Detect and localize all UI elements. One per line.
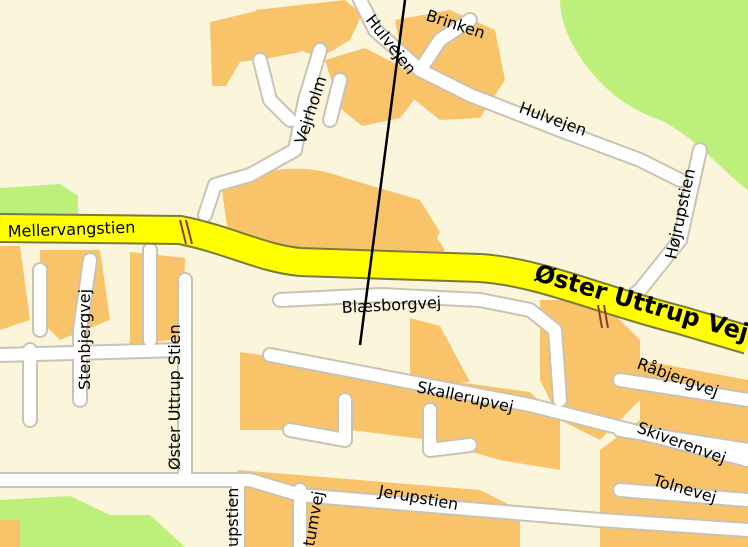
park-southwest xyxy=(0,496,185,547)
label-oster-uttrup-stien: Øster Uttrup Stien xyxy=(165,324,184,470)
road-cul-de-sac-1 xyxy=(284,394,351,446)
park-northeast-corner xyxy=(700,0,748,30)
road-south-stubs xyxy=(232,474,306,547)
major-road-oster-uttrup-vej xyxy=(0,215,748,353)
road-east-streets xyxy=(614,374,748,506)
label-stenbjergvej: Stenbjergvej xyxy=(75,289,94,390)
road-stenbjergvej xyxy=(24,244,156,426)
park-west xyxy=(0,184,78,214)
label-upstien-partial: upstien xyxy=(223,488,242,547)
road-blaesborgvej xyxy=(274,289,566,406)
road-north-loops xyxy=(254,54,346,126)
route-line xyxy=(358,0,407,346)
block-west xyxy=(0,246,30,330)
block-south-edge xyxy=(0,520,20,547)
road-hulvejen xyxy=(354,0,686,186)
road-cul-de-sac-2 xyxy=(424,404,476,456)
label-mellervangstien: Mellervangstien xyxy=(7,218,135,241)
block-mid-south xyxy=(410,318,470,384)
road-west-cross xyxy=(0,344,186,361)
road-vejrholm xyxy=(199,44,326,221)
block-south-main xyxy=(240,352,560,470)
road-brinken xyxy=(414,14,476,76)
block-north-2 xyxy=(255,0,362,58)
road-jerupstien xyxy=(0,474,748,536)
crossing-markers xyxy=(179,219,609,329)
